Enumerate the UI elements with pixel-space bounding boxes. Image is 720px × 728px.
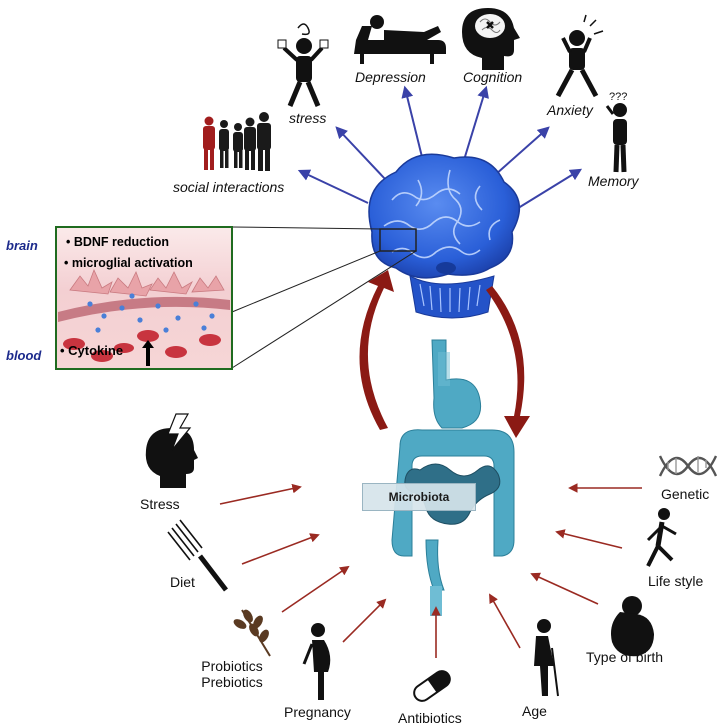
label-prebiotics: Prebiotics	[201, 674, 263, 691]
label-depression: Depression	[355, 69, 426, 85]
fork-icon	[167, 519, 228, 592]
gut-illustration	[391, 339, 515, 616]
arrow-from-diet	[241, 533, 320, 565]
inset-cytokine: • Cytokine	[60, 343, 124, 358]
arrow-to-social	[297, 169, 369, 204]
label-memory: Memory	[588, 173, 639, 189]
arrow-from-life-style	[555, 529, 623, 549]
increase-arrow-icon	[142, 340, 154, 366]
running-person-icon	[646, 508, 677, 567]
brain-illustration	[368, 153, 521, 319]
arrow-to-cognition	[463, 85, 489, 161]
brain-blood-inset	[55, 226, 233, 370]
arrow-from-probiotics	[281, 565, 350, 613]
arrow-from-stress	[219, 483, 302, 505]
label-blood: blood	[6, 348, 42, 363]
head-with-brain-icon	[462, 8, 520, 70]
arrow-to-depression	[401, 85, 424, 162]
anxious-person-icon	[555, 14, 604, 98]
fetus-icon	[611, 596, 654, 657]
arrow-to-memory	[514, 168, 583, 211]
arrow-from-age	[489, 593, 521, 649]
label-brain: brain	[6, 238, 38, 253]
label-factor-diet: Diet	[170, 574, 195, 590]
label-social-interactions: social interactions	[173, 179, 285, 195]
gut-brain-axis-arrows	[359, 270, 530, 438]
pregnant-woman-icon	[302, 623, 331, 700]
label-factor-birth: Type of birth	[586, 649, 664, 665]
arrow-to-stress	[335, 126, 387, 181]
factor-arrows	[219, 483, 642, 658]
couch-icon	[354, 15, 446, 64]
zoom-region-marker	[379, 228, 417, 252]
arrow-from-birth	[530, 572, 599, 605]
label-anxiety: Anxiety	[547, 102, 593, 118]
microbiota-label: Microbiota	[362, 483, 476, 511]
label-stress-effect: stress	[289, 110, 327, 126]
crowd-icon	[203, 112, 271, 171]
label-factor-age: Age	[522, 703, 547, 719]
label-factor-stress: Stress	[140, 496, 180, 512]
inset-microglial-activation: • microglial activation	[64, 256, 193, 270]
label-factor-antibiotics: Antibiotics	[398, 710, 462, 726]
arrow-to-anxiety	[494, 126, 550, 176]
zoom-connector-lines	[231, 226, 417, 369]
inset-bdnf-reduction: • BDNF reduction	[66, 235, 169, 249]
pill-capsule-icon	[413, 670, 451, 702]
stress-head-icon	[145, 413, 198, 488]
wheat-icon	[233, 609, 271, 657]
label-cognition: Cognition	[463, 69, 523, 85]
effect-arrows	[297, 85, 583, 211]
label-factor-pregnancy: Pregnancy	[284, 704, 351, 720]
label-probiotics: Probiotics	[201, 658, 263, 674]
elderly-person-icon	[534, 619, 559, 697]
confused-person-icon	[605, 103, 627, 173]
label-factor-genetic: Genetic	[661, 486, 710, 502]
label-question-marks: ???	[609, 91, 628, 103]
dna-icon	[658, 455, 718, 477]
label-factor-probiotics: Probiotics Prebiotics	[194, 658, 270, 690]
arrow-from-pregnancy	[342, 598, 387, 643]
stressed-person-icon	[277, 23, 329, 107]
label-factor-life-style: Life style	[648, 573, 704, 589]
